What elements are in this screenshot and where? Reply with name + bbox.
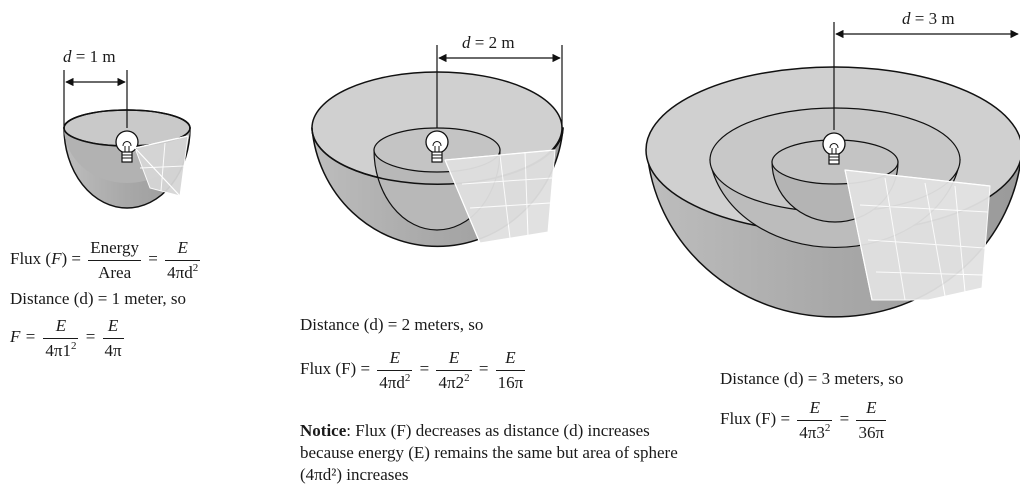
notice-text: Notice: Flux (F) decreases as distance (…	[300, 421, 678, 484]
bulb-icon-1	[115, 130, 139, 163]
distance-label-3: d = 3 m	[902, 9, 955, 28]
distance-label-2: d = 2 m	[462, 33, 515, 52]
light-rays	[134, 135, 991, 301]
distance-line-1: Distance (d) = 1 meter, so	[10, 289, 187, 308]
distance-marker-1	[63, 70, 128, 128]
hemisphere-3	[645, 66, 1020, 318]
distance-marker-2	[436, 45, 563, 128]
distance-marker-3	[833, 22, 1019, 130]
bulb-icon-3	[822, 132, 846, 165]
distance-label-1: d = 1 m	[63, 47, 116, 66]
bulb-icon-2	[425, 130, 449, 163]
distance-line-2: Distance (d) = 2 meters, so	[300, 315, 484, 334]
hemisphere-2	[311, 71, 564, 248]
distance-line-3: Distance (d) = 3 meters, so	[720, 369, 904, 388]
